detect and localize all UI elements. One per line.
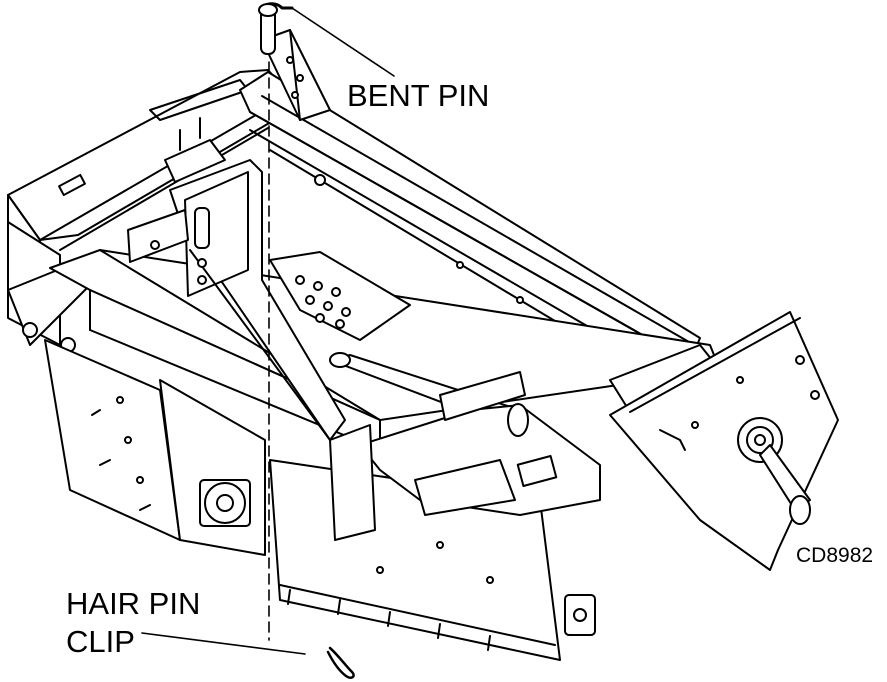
hair-pin-clip-leader xyxy=(141,632,306,655)
hair-pin-clip xyxy=(326,646,355,679)
hitch-plate-top xyxy=(261,29,331,121)
frame-front-right xyxy=(329,371,601,541)
hitch-a-frame xyxy=(127,139,346,441)
hair-pin-clip-label-line1: HAIR PIN xyxy=(66,586,201,621)
frame-left-end xyxy=(7,221,91,353)
left-tine-drum xyxy=(44,339,266,556)
bent-pin xyxy=(258,2,294,55)
drawing-code-label: CD8982 xyxy=(796,544,874,567)
center-plate xyxy=(269,251,411,341)
hair-pin-clip-label-line2: CLIP xyxy=(66,624,135,659)
right-side-plate xyxy=(609,311,839,571)
bent-pin-label: BENT PIN xyxy=(347,78,490,113)
bent-pin-leader xyxy=(291,7,395,77)
frame-rear-box xyxy=(7,69,301,266)
